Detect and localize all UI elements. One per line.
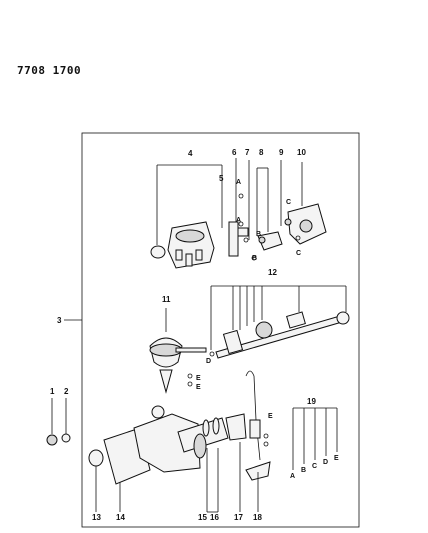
callout-3: 3 [57, 316, 62, 325]
marker-a-lower: A [236, 217, 241, 224]
o-ring [88, 449, 104, 467]
lead-wire [245, 370, 271, 512]
rubber-cap [150, 245, 166, 259]
washer [61, 433, 71, 443]
marker-e-wire: E [268, 413, 273, 420]
marker-c-upper: C [286, 199, 291, 206]
distributor-housing [133, 405, 229, 473]
distributor-shaft [209, 311, 350, 359]
callout-9: 9 [279, 148, 284, 157]
callout-11: 11 [162, 295, 171, 304]
kit-letter-e: E [334, 455, 339, 462]
distributor-cap [150, 221, 215, 269]
callout-17: 17 [234, 513, 243, 522]
vacuum-advance [149, 308, 207, 394]
callout-12: 12 [268, 268, 277, 277]
breaker-points [251, 231, 283, 261]
nut [46, 434, 58, 446]
marker-e-lower: E [196, 384, 201, 391]
rotor [228, 193, 249, 257]
callout-7: 7 [245, 148, 250, 157]
callout-4: 4 [188, 149, 193, 158]
marker-e-upper: E [196, 375, 201, 382]
callout-16: 16 [210, 513, 219, 522]
assembly-frame [81, 132, 360, 528]
callout-8: 8 [259, 148, 264, 157]
kit-letter-b: B [301, 467, 306, 474]
marker-c-lower: C [296, 250, 301, 257]
callout-5: 5 [219, 174, 224, 183]
callout-1: 1 [50, 387, 55, 396]
marker-a-upper: A [236, 179, 241, 186]
callout-18: 18 [253, 513, 262, 522]
governor-plate [284, 203, 327, 245]
marker-b-upper: B [256, 231, 261, 238]
callout-19: 19 [307, 397, 316, 406]
callout-13: 13 [92, 513, 101, 522]
callout-2: 2 [64, 387, 69, 396]
kit-letter-c: C [312, 463, 317, 470]
callout-15: 15 [198, 513, 207, 522]
callout-10: 10 [297, 148, 306, 157]
catalog-code: 7708 1700 [17, 64, 82, 77]
kit-letter-a: A [290, 473, 295, 480]
kit-letter-d: D [323, 459, 328, 466]
marker-b-lower: B [252, 255, 257, 262]
marker-d: D [206, 358, 211, 365]
callout-14: 14 [116, 513, 125, 522]
callout-6: 6 [232, 148, 237, 157]
